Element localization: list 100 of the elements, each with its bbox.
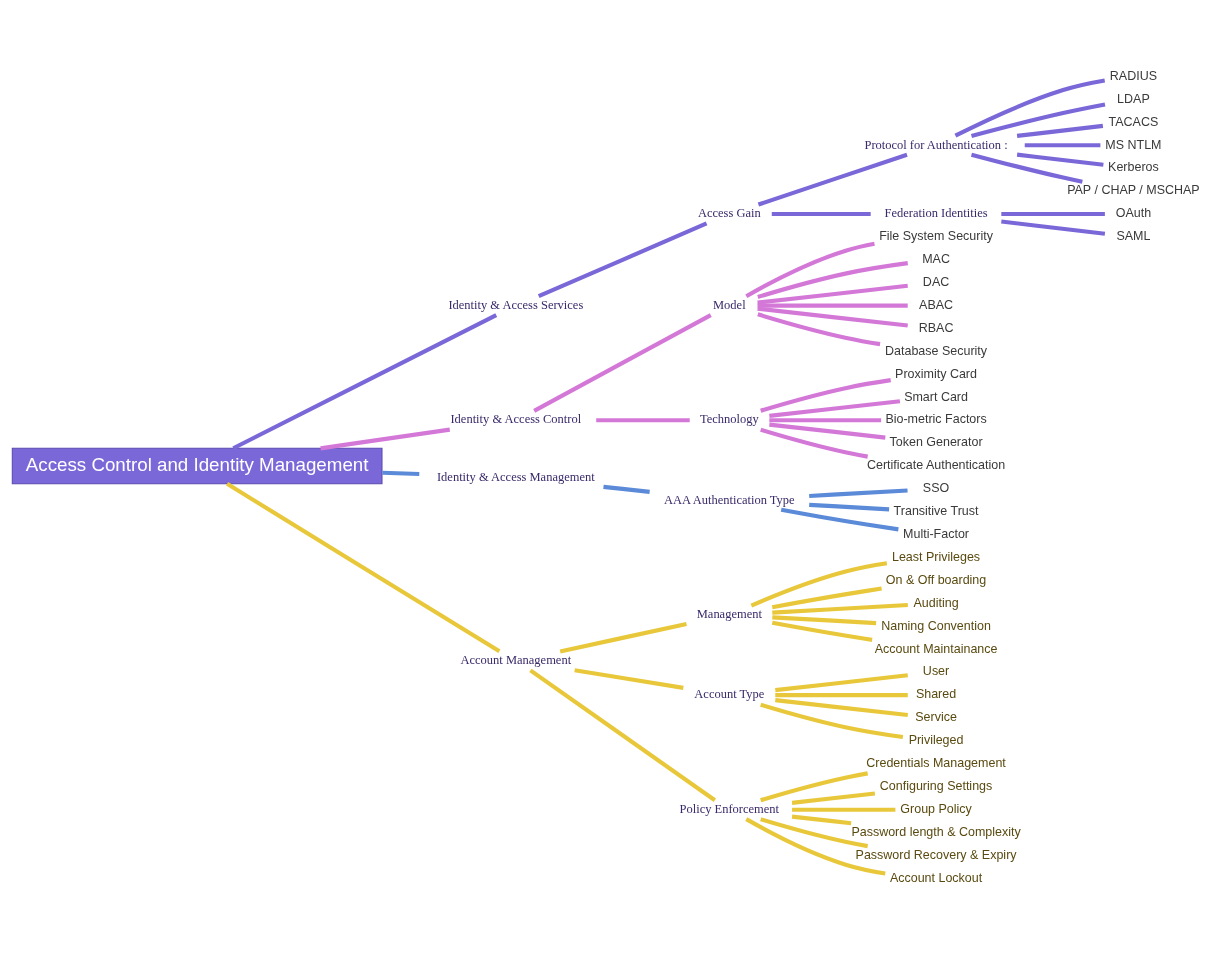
node-text: SSO [922,480,950,495]
node-text: LDAP [1117,91,1150,106]
connector [775,692,908,697]
node-text: Bio-metric Factors [885,411,987,426]
node-text: Transitive Trust [893,503,979,518]
node-text: User [922,663,950,678]
node-text: RBAC [918,320,954,335]
node-text: Certificate Authentication [867,457,1006,472]
connector [771,585,882,609]
node-text: Smart Card [904,389,968,404]
connector [603,484,650,494]
node-text: MS NTLM [1105,137,1162,151]
node-text: Kerberos [1108,159,1159,174]
connector [757,260,909,299]
node-text: Technology [699,411,759,426]
connector [1016,123,1104,138]
node-text: Identity & Access Control [450,411,582,426]
connector [529,668,717,802]
connector [769,398,901,418]
node-text: Model [713,297,746,312]
node-text: Protocol for Authentication : [864,137,1008,151]
connector [757,152,908,207]
connector [772,602,908,615]
node-text: Privileged [908,732,964,747]
node-text: Identity & Access Management [436,469,595,484]
node-text: Least Privileges [891,549,981,564]
connector [775,672,908,692]
connector [232,312,498,450]
connector [760,702,904,739]
connector [574,667,684,690]
node-text: SAML [1116,228,1151,243]
connector [757,303,908,308]
connector [771,620,873,642]
node-text: RADIUS [1109,68,1157,83]
connector [1001,218,1106,236]
connector [760,816,869,848]
connector [791,790,876,805]
node-text: Account Type [694,686,765,701]
connector [791,814,852,825]
connector [1001,211,1105,216]
node-text: TACACS [1108,114,1159,129]
connector [745,241,875,298]
connector [970,101,1106,138]
connector [809,487,908,498]
connector [559,621,687,653]
connector [771,211,871,216]
node-text: Account Lockout [889,870,983,885]
connector [1016,152,1104,167]
node-text: Proximity Card [895,366,977,381]
node-text: Service [915,709,957,724]
connector [760,427,869,459]
node-text: Configuring Settings [879,778,993,793]
connector [320,427,451,450]
connector [769,422,886,440]
node-text: Auditing [913,595,959,610]
connector [769,417,882,422]
node-text: AAA Authentication Type [663,492,795,507]
node-text: ABAC [919,297,954,312]
node-text: MAC [922,251,950,266]
node-text: Shared [915,686,957,701]
connector [537,221,708,298]
node-text: File System Security [879,228,993,243]
connector [775,697,908,717]
node-text: OAuth [1115,205,1152,220]
connector [780,507,899,531]
node-text: Multi-Factor [903,526,970,541]
node-text: Naming Convention [881,618,991,633]
connector [970,152,1083,184]
node-text: Federation Identities [884,205,988,220]
node-text: Account Management [460,652,572,667]
node-text: Database Security [885,343,988,358]
connector [809,502,890,511]
connector [954,77,1106,138]
connector [1024,142,1101,147]
connector [226,481,501,653]
connector [772,614,877,625]
node-text: PAP / CHAP / MSCHAP [1067,182,1200,197]
connector [760,770,869,802]
connector [382,470,420,476]
node-text: Access Gain [697,205,761,220]
node-text: On & Off boarding [885,572,987,587]
connector [792,807,896,812]
connector [760,377,891,413]
node-text: Group Policy [900,801,972,816]
connector [757,283,908,305]
node-text: Password length & Complexity [851,824,1021,839]
node-box: Access Control and Identity Management [11,447,383,484]
connector [750,560,888,607]
connector [757,311,881,346]
node-text: Password Recovery & Expiry [855,847,1017,862]
node-text: Identity & Access Services [448,297,584,312]
connector [757,306,908,328]
node-text: DAC [922,274,950,289]
node-text: Credentials Management [866,755,1006,770]
connector [533,312,712,413]
node-text: Policy Enforcement [679,801,780,816]
connector [596,417,690,422]
node-text: Token Generator [889,434,983,449]
node-text: Management [696,606,762,621]
connector [745,816,886,875]
